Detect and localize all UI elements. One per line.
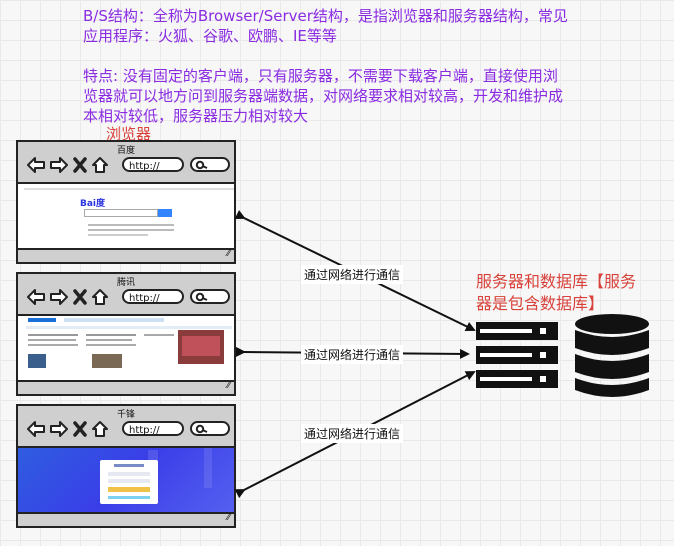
baidu-search-field <box>84 209 158 217</box>
browser-window-qianfeng: 千锋 http:// ⁄⁄ <box>16 404 236 528</box>
browser-statusbar: ⁄⁄ <box>18 380 234 394</box>
baidu-page-preview: Bai度 <box>18 184 234 248</box>
close-x-icon[interactable] <box>72 288 88 306</box>
resize-grip-icon[interactable]: ⁄⁄ <box>226 249 230 259</box>
back-arrow-icon[interactable] <box>26 156 46 174</box>
baidu-search-button <box>158 209 172 217</box>
server-icon <box>476 322 558 388</box>
feature-line-3: 本相对较低，服务器压力相对较大 <box>83 107 309 125</box>
tencent-page-preview <box>18 316 234 380</box>
address-bar[interactable]: http:// <box>122 157 184 172</box>
server-label-line-2: 器是包含数据库】 <box>476 294 605 313</box>
browser-title: 腾讯 <box>116 278 135 288</box>
back-arrow-icon[interactable] <box>26 420 46 438</box>
browser-window-baidu: 百度 http:// Bai度 ⁄⁄ <box>16 140 236 264</box>
search-box[interactable] <box>190 421 230 436</box>
connection-label-2: 通过网络进行通信 <box>301 345 404 364</box>
address-bar[interactable]: http:// <box>122 289 184 304</box>
connection-label-1: 通过网络进行通信 <box>301 265 404 284</box>
intro-line-2: 应用程序：火狐、谷歌、欧鹏、IE等等 <box>83 27 337 45</box>
browser-toolbar: 百度 http:// <box>18 142 234 184</box>
intro-line-1: B/S结构：全称为Browser/Server结构，是指浏览器和服务器结构，常见 <box>83 7 568 25</box>
database-icon <box>575 314 649 397</box>
server-label-line-1: 服务器和数据库【服务 <box>476 272 637 291</box>
back-arrow-icon[interactable] <box>26 288 46 306</box>
search-box[interactable] <box>190 157 230 172</box>
feature-line-1: 特点: 没有固定的客户端，只有服务器，不需要下载客户端，直接使用浏 <box>83 67 558 85</box>
resize-grip-icon[interactable]: ⁄⁄ <box>226 381 230 391</box>
browser-statusbar: ⁄⁄ <box>18 512 234 526</box>
connection-label-3: 通过网络进行通信 <box>301 424 404 443</box>
search-icon <box>195 160 208 170</box>
address-bar[interactable]: http:// <box>122 421 184 436</box>
browser-toolbar: 腾讯 http:// <box>18 274 234 316</box>
forward-arrow-icon[interactable] <box>49 156 69 174</box>
baidu-logo: Bai度 <box>80 199 106 209</box>
search-icon <box>195 424 208 434</box>
feature-line-2: 览器就可以地方问到服务器端数据，对网络要求相对较高，开发和维护成 <box>83 87 564 105</box>
home-icon[interactable] <box>91 288 109 306</box>
browser-title: 百度 <box>116 146 135 156</box>
search-box[interactable] <box>190 289 230 304</box>
forward-arrow-icon[interactable] <box>49 288 69 306</box>
browser-toolbar: 千锋 http:// <box>18 406 234 448</box>
search-icon <box>195 292 208 302</box>
qianfeng-page-preview <box>18 448 234 512</box>
close-x-icon[interactable] <box>72 420 88 438</box>
browser-window-tencent: 腾讯 http:// ⁄⁄ <box>16 272 236 396</box>
close-x-icon[interactable] <box>72 156 88 174</box>
forward-arrow-icon[interactable] <box>49 420 69 438</box>
home-icon[interactable] <box>91 156 109 174</box>
browser-title: 千锋 <box>116 410 135 420</box>
home-icon[interactable] <box>91 420 109 438</box>
login-card <box>100 460 158 504</box>
resize-grip-icon[interactable]: ⁄⁄ <box>226 513 230 523</box>
browser-group-label: 浏览器 <box>106 125 152 143</box>
browser-statusbar: ⁄⁄ <box>18 248 234 262</box>
